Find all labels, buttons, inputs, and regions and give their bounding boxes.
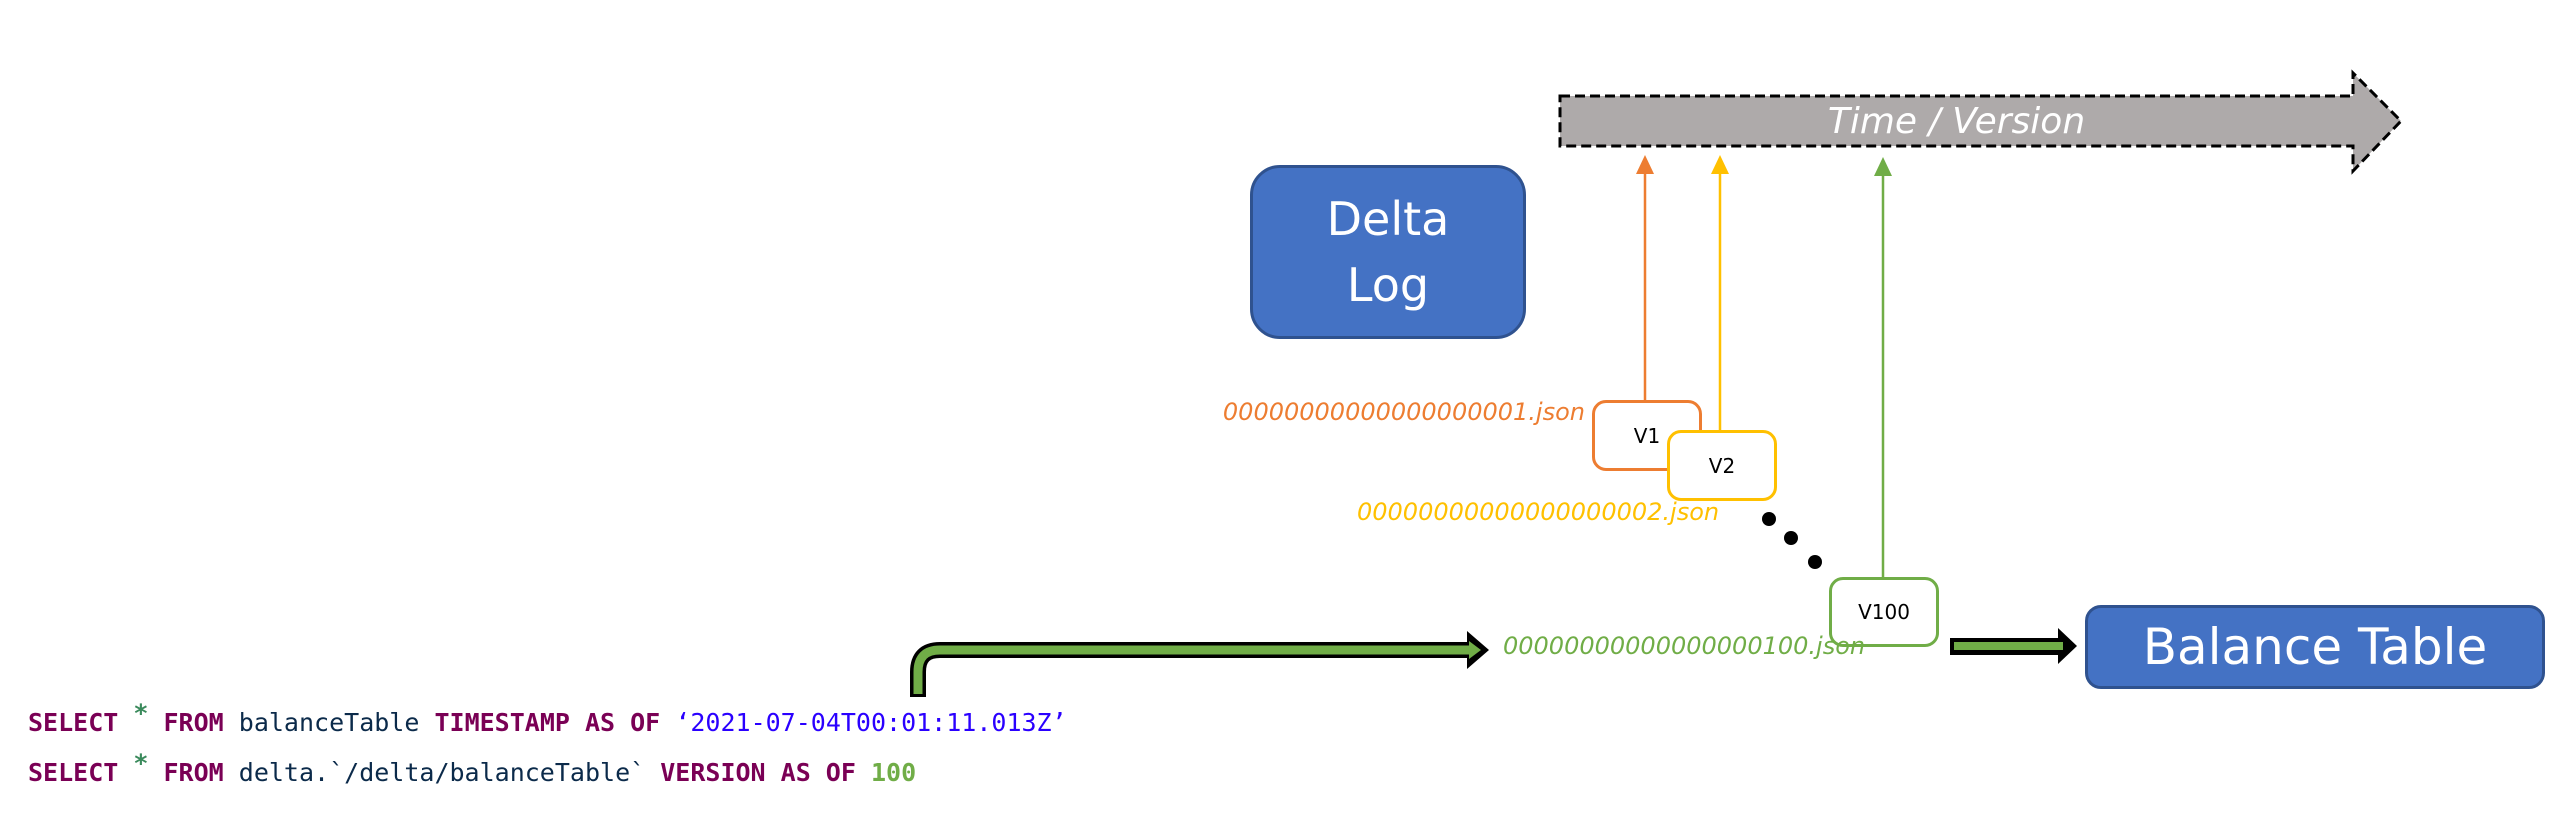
sql-keyword-timestamp-as-of: TIMESTAMP AS OF [434,708,661,737]
sql-star: * [133,699,149,728]
sql-table-name: balanceTable [238,708,420,737]
sql-keyword-select: SELECT [28,708,119,737]
sql-star: * [133,749,149,778]
sql-version-query: SELECT * FROM delta.`/delta/balanceTable… [28,749,917,787]
delta-log-line1: Delta [1326,192,1450,246]
timeline-arrow [1558,69,2404,175]
sql-timestamp-query: SELECT * FROM balanceTable TIMESTAMP AS … [28,699,1067,737]
v2-box: V2 [1667,430,1777,501]
sql-keyword-from: FROM [163,708,224,737]
sql-keyword-from: FROM [163,758,224,787]
v2-arrow [1711,155,1729,430]
delta-log-box: Delta Log [1250,165,1526,339]
v1-filename: 00000000000000000001.json [1222,398,1585,426]
v100-box: V100 [1829,577,1939,647]
query-bent-arrow [910,631,1489,697]
balance-table-box: Balance Table [2085,605,2545,689]
sql-keyword-version-as-of: VERSION AS OF [660,758,856,787]
sql-keyword-select: SELECT [28,758,119,787]
v2-label: V2 [1708,453,1736,478]
sql-timestamp-value: ‘2021-07-04T00:01:11.013Z’ [675,708,1067,737]
ellipsis-dots [1762,512,1822,569]
v100-arrow [1874,157,1892,577]
balance-table-label: Balance Table [2142,618,2488,676]
delta-log-line2: Log [1346,258,1430,312]
v100-filename: 00000000000000000100.json [1503,632,1866,660]
v100-to-table-arrow [1950,628,2077,664]
v2-filename: 00000000000000000002.json [1357,498,1720,526]
v1-arrow [1636,155,1654,400]
timeline-label: Time / Version [1827,100,2086,142]
v1-label: V1 [1633,423,1661,448]
sql-table-path: delta.`/delta/balanceTable` [238,758,646,787]
sql-version-value: 100 [870,758,917,787]
v100-label: V100 [1858,600,1910,624]
